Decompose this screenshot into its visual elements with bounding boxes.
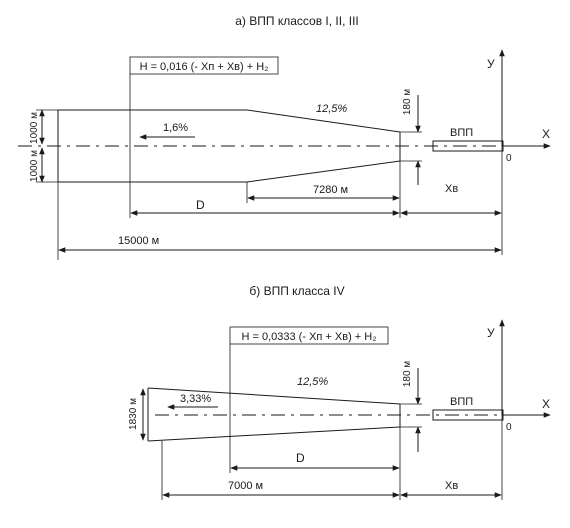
diagram-a-slope-side: 12,5% — [316, 103, 347, 115]
diagram-a-end-width: 180 м — [402, 89, 413, 115]
diagram-b-runway-label: ВПП — [450, 396, 473, 408]
diagram-b-y-label: У — [487, 326, 495, 340]
diagram-b-dist-d: D — [296, 451, 305, 465]
diagram-b-width-total: 1830 м — [128, 398, 139, 430]
diagram-a-width-top: 1000 м — [29, 112, 40, 144]
diagram-b-origin: 0 — [506, 422, 512, 433]
diagram-a-y-label: У — [487, 57, 495, 71]
diagram-a-formula: H = 0,016 (- Xп + Xв) + H₂ — [140, 61, 269, 73]
diagram-a-dist-d: D — [196, 198, 205, 212]
diagram-a-lower-edge — [58, 160, 401, 183]
diagram-b-formula-box — [229, 326, 389, 345]
diagram-b-dist-total: 7000 м — [228, 480, 263, 492]
diagram-b-lower-edge — [147, 426, 401, 442]
diagram-a-formula-box — [129, 56, 279, 75]
diagram-b-upper-edge — [147, 387, 401, 405]
diagram-a-runway-label: ВПП — [450, 127, 473, 139]
diagram-a-dist-taper: 7280 м — [313, 184, 348, 196]
diagram-b-title: б) ВПП класса IV — [249, 284, 344, 298]
diagram-a-runway — [432, 140, 504, 152]
diagram-a-width-bottom: 1000 м — [29, 150, 40, 182]
diagram-a-dist-total: 15000 м — [118, 235, 159, 247]
diagram-b: б) ВПП класса IV H = 0,0333 (- Xп + Xв) … — [128, 284, 551, 500]
diagram-a: а) ВПП классов I, II, III H = 0,016 (- X… — [18, 14, 551, 260]
diagram-b-formula: H = 0,0333 (- Xп + Xв) + H₂ — [242, 331, 377, 343]
diagram-b-dist-xv: Xв — [445, 480, 458, 492]
diagram-a-dist-xv: Xв — [445, 183, 458, 195]
diagram-a-x-label: X — [542, 127, 550, 141]
diagram-b-x-label: X — [542, 397, 550, 411]
diagram-a-slope-center: 1,6% — [163, 122, 188, 134]
diagram-a-upper-edge — [58, 109, 401, 133]
diagram-a-title: а) ВПП классов I, II, III — [235, 14, 359, 28]
diagram-b-slope-side: 12,5% — [297, 376, 328, 388]
diagram-a-origin: 0 — [506, 153, 512, 164]
diagram-b-slope-center: 3,33% — [180, 393, 211, 405]
diagram-b-end-width: 180 м — [402, 361, 413, 387]
diagram-b-runway — [432, 409, 504, 421]
